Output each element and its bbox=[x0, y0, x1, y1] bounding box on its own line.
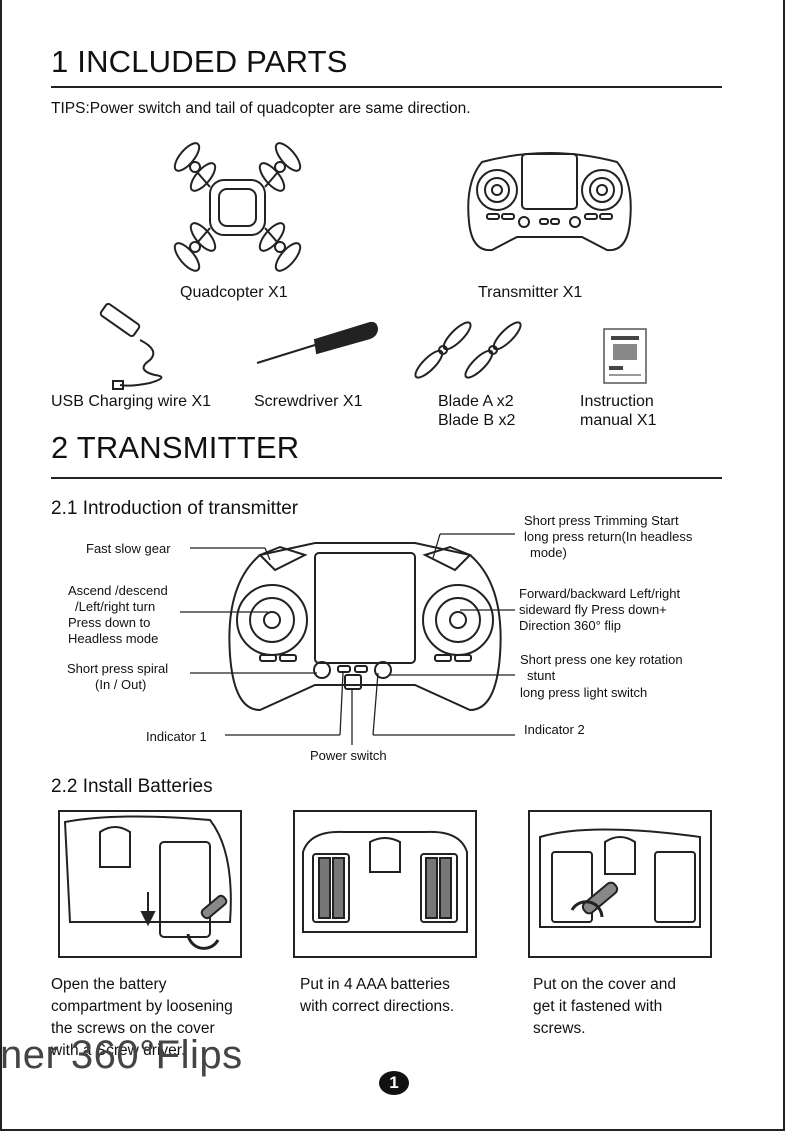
battery-title: 2.2 Install Batteries bbox=[51, 776, 213, 797]
transmitter-diagram bbox=[228, 542, 502, 712]
step-1-line-1: Open the battery bbox=[51, 976, 167, 993]
step-3-line-2: get it fastened with bbox=[533, 998, 663, 1015]
callout-ascend-2: /Left/right turn bbox=[75, 599, 156, 614]
callout-indicator-1: Indicator 1 bbox=[146, 729, 207, 744]
section-2-rule bbox=[51, 477, 722, 479]
step-3-line-3: screws. bbox=[533, 1020, 586, 1037]
step-1-line-2: compartment by loosening bbox=[51, 998, 233, 1015]
usb-label: USB Charging wire X1 bbox=[51, 393, 212, 410]
page-number: 1 bbox=[379, 1071, 409, 1095]
quadcopter-label: Quadcopter X1 bbox=[180, 284, 288, 301]
usb-cable-image bbox=[99, 302, 163, 390]
screwdriver-image bbox=[256, 321, 379, 364]
battery-step-3-image bbox=[528, 810, 712, 958]
manual-image bbox=[603, 328, 647, 384]
step-1-line-4: with a Screw driver. bbox=[51, 1042, 186, 1059]
callout-power-switch: Power switch bbox=[310, 748, 387, 763]
callout-trim-1: Short press Trimming Start bbox=[524, 513, 679, 528]
callout-rotation-1: Short press one key rotation bbox=[520, 652, 683, 667]
intro-title: 2.1 Introduction of transmitter bbox=[51, 498, 299, 519]
transmitter-label: Transmitter X1 bbox=[478, 284, 583, 301]
callout-forward-1: Forward/backward Left/right bbox=[519, 586, 681, 601]
callout-rotation-3: long press light switch bbox=[520, 685, 648, 700]
screwdriver-label: Screwdriver X1 bbox=[254, 393, 363, 410]
manual-label-line1: Instruction bbox=[580, 393, 654, 410]
blade-a-label: Blade A x2 bbox=[438, 393, 514, 410]
callout-rotation-2: stunt bbox=[527, 668, 556, 683]
quadcopter-image bbox=[173, 142, 302, 272]
step-2-line-2: with correct directions. bbox=[300, 998, 455, 1015]
callout-ascend-4: Headless mode bbox=[68, 631, 159, 646]
callout-forward-2: sideward fly Press down+ bbox=[519, 602, 667, 617]
callout-ascend-1: Ascend /descend bbox=[68, 583, 168, 598]
step-1-line-3: the screws on the cover bbox=[51, 1020, 215, 1037]
section-1-title: 1 INCLUDED PARTS bbox=[51, 44, 348, 79]
step-2-line-1: Put in 4 AAA batteries bbox=[300, 976, 450, 993]
callout-ascend-3: Press down to bbox=[68, 615, 151, 630]
manual-label-line2: manual X1 bbox=[580, 412, 657, 429]
callout-trim-3: mode) bbox=[530, 545, 567, 560]
callout-spiral-2: (In / Out) bbox=[95, 677, 147, 692]
transmitter-image bbox=[467, 152, 632, 252]
callout-fast-slow-gear: Fast slow gear bbox=[86, 541, 171, 556]
step-3-line-1: Put on the cover and bbox=[533, 976, 677, 993]
section-1-rule bbox=[51, 86, 722, 88]
callout-spiral-1: Short press spiral bbox=[67, 661, 169, 676]
battery-step-1-image bbox=[58, 810, 242, 958]
blade-b-label: Blade B x2 bbox=[438, 412, 516, 429]
blades-image bbox=[414, 321, 522, 379]
callout-trim-2: long press return(In headless bbox=[524, 529, 693, 544]
watermark-text: ner 360°Flips bbox=[0, 1033, 243, 1077]
section-2-title: 2 TRANSMITTER bbox=[51, 430, 300, 465]
tips-text: TIPS:Power switch and tail of quadcopter… bbox=[51, 100, 471, 117]
battery-step-2-image bbox=[293, 810, 477, 958]
callout-indicator-2: Indicator 2 bbox=[524, 722, 585, 737]
callout-forward-3: Direction 360° flip bbox=[519, 618, 622, 633]
